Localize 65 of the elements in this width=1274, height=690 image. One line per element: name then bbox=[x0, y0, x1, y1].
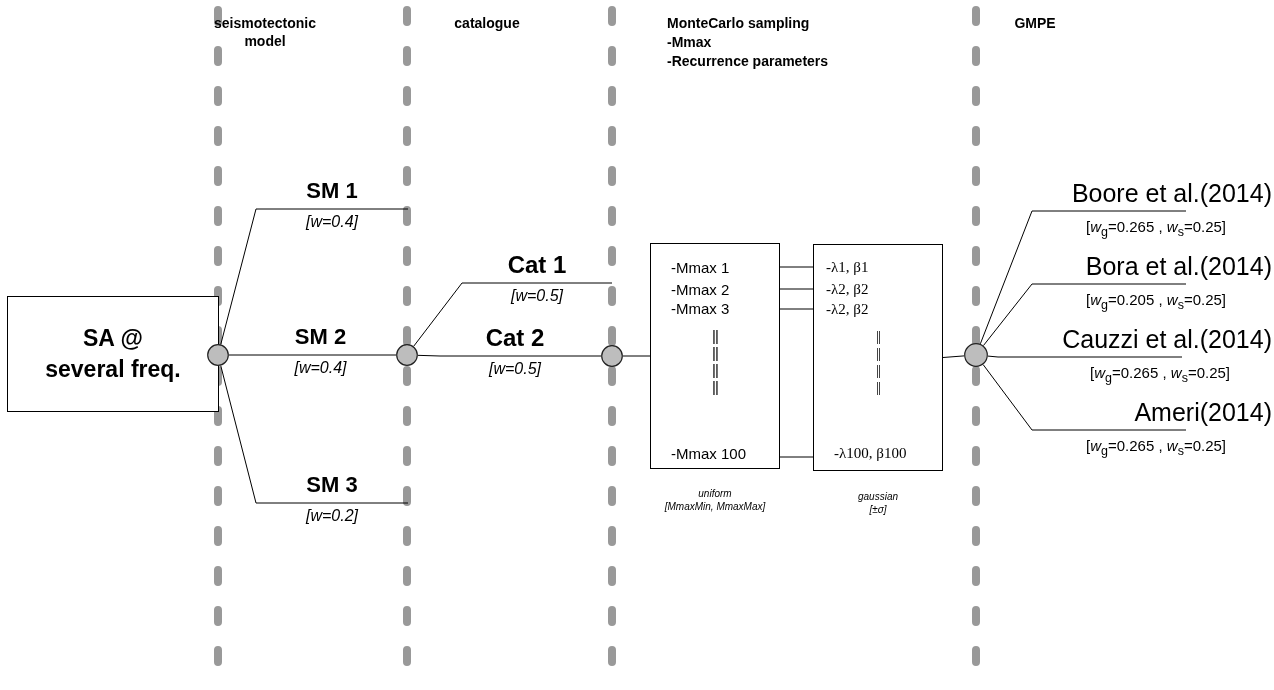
ellipsis-mark: || bbox=[875, 361, 881, 379]
distribution-label: [MmaxMin, MmaxMax] bbox=[663, 500, 767, 513]
branch-label: Cauzzi et al.(2014) bbox=[1062, 325, 1272, 353]
weight-label: [w=0.5] bbox=[509, 286, 564, 306]
list-item: -λ1, β1 bbox=[826, 258, 869, 276]
column-heading: MonteCarlo sampling bbox=[667, 14, 810, 32]
weight-label: [w=0.2] bbox=[304, 506, 359, 526]
weight-label: [w$_{g}$=0.265 , w$_{s}$=0.25] bbox=[1086, 436, 1226, 460]
sample-box bbox=[650, 243, 780, 469]
branch-connector bbox=[779, 308, 814, 310]
column-heading: GMPE bbox=[1013, 14, 1057, 32]
branch-connector bbox=[942, 355, 965, 358]
list-item: -Mmax 3 bbox=[671, 300, 730, 318]
branch-connector bbox=[384, 354, 397, 356]
ellipsis-mark: || bbox=[875, 344, 881, 362]
column-heading: seismotectonic model bbox=[213, 14, 317, 50]
ellipsis-mark: || bbox=[875, 378, 881, 396]
ellipsis-mark: || bbox=[711, 344, 719, 362]
column-heading: -Recurrence parameters bbox=[667, 52, 829, 70]
weight-label: [w$_{g}$=0.265 , w$_{s}$=0.25] bbox=[1086, 217, 1226, 241]
branch-label: SM 3 bbox=[305, 471, 359, 499]
distribution-label: uniform bbox=[697, 487, 733, 500]
ellipsis-mark: || bbox=[711, 361, 719, 379]
branch-label: Bora et al.(2014) bbox=[1085, 252, 1272, 280]
branch-label: Cat 2 bbox=[484, 324, 546, 352]
distribution-label: [±σ] bbox=[868, 503, 888, 516]
list-item: -λ2, β2 bbox=[826, 300, 869, 318]
branch-connector bbox=[979, 210, 1033, 345]
branch-connector bbox=[987, 355, 999, 358]
ellipsis-mark: || bbox=[875, 327, 881, 345]
branch-label: Ameri(2014) bbox=[1134, 398, 1272, 426]
list-item: -λ100, β100 bbox=[834, 444, 907, 462]
branch-connector bbox=[220, 365, 257, 504]
branch-connector bbox=[779, 266, 814, 268]
branch-label: SM 2 bbox=[293, 323, 348, 351]
list-item: -Mmax 100 bbox=[671, 445, 747, 463]
branch-connector bbox=[228, 354, 257, 356]
branch-label: Boore et al.(2014) bbox=[1071, 179, 1272, 207]
weight-label: [w$_{g}$=0.205 , w$_{s}$=0.25] bbox=[1086, 290, 1226, 314]
list-item: -Mmax 1 bbox=[671, 259, 730, 277]
branch-connector bbox=[622, 355, 651, 357]
distribution-label: gaussian bbox=[857, 490, 899, 503]
weight-label: [w=0.5] bbox=[487, 359, 542, 379]
weight-label: [w=0.4] bbox=[293, 358, 348, 378]
ellipsis-mark: || bbox=[711, 378, 719, 396]
branch-connector bbox=[413, 282, 463, 347]
input-box bbox=[7, 296, 219, 412]
weight-label: [w$_{g}$=0.265 , w$_{s}$=0.25] bbox=[1090, 363, 1230, 387]
parameter-box bbox=[813, 244, 943, 471]
branch-label: SM 1 bbox=[305, 177, 359, 205]
branch-connector bbox=[982, 283, 1033, 347]
column-heading: -Mmax bbox=[667, 33, 712, 51]
branch-connector bbox=[982, 364, 1033, 431]
branch-label: Cat 1 bbox=[506, 251, 568, 279]
branch-connector bbox=[589, 355, 602, 357]
branch-connector bbox=[779, 288, 814, 290]
weight-label: [w=0.4] bbox=[304, 212, 359, 232]
column-heading: catalogue bbox=[453, 14, 521, 32]
box-label: SA @ several freq. bbox=[44, 324, 182, 384]
branch-connector bbox=[779, 456, 814, 458]
list-item: -λ2, β2 bbox=[826, 280, 869, 298]
branch-connector bbox=[220, 208, 257, 345]
branch-connector bbox=[417, 354, 441, 357]
ellipsis-mark: || bbox=[711, 327, 719, 345]
list-item: -Mmax 2 bbox=[671, 281, 730, 299]
